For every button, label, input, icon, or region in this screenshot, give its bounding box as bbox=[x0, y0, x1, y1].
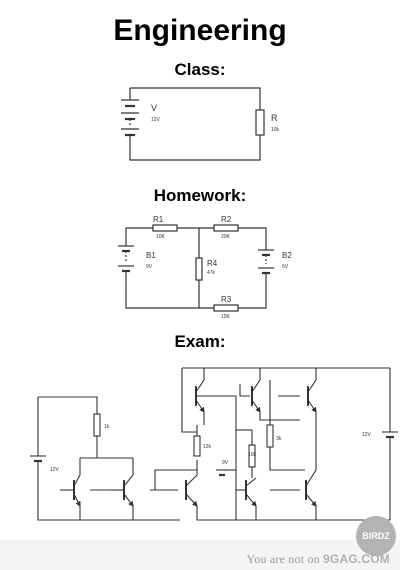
b2-label: B2 bbox=[282, 251, 292, 260]
resistor-r2 bbox=[213, 224, 239, 232]
exam-resistor-mid-value: 12k bbox=[203, 444, 212, 450]
r2-value: 20K bbox=[221, 234, 231, 240]
footer-text: You are not on 9GAG.COM bbox=[247, 552, 390, 567]
section-title-exam: Exam: bbox=[174, 332, 226, 351]
resistor-r3 bbox=[213, 304, 239, 312]
exam-source-left-value: 12V bbox=[50, 467, 60, 473]
exam-resistor-left-value: 1k bbox=[104, 424, 110, 430]
section-title-class: Class: bbox=[174, 60, 226, 79]
r3-label: R3 bbox=[221, 295, 232, 304]
b1-label: B1 bbox=[146, 251, 156, 260]
resistor-r4 bbox=[195, 257, 203, 281]
site-badge bbox=[356, 516, 396, 556]
footer-message: You are not on bbox=[246, 552, 320, 566]
class-circuit bbox=[121, 87, 265, 161]
circuit-diagrams: V 12V R 10k bbox=[30, 87, 398, 521]
exam-battery-right bbox=[382, 431, 398, 456]
source-label: V bbox=[151, 103, 157, 113]
footer-bar bbox=[0, 540, 400, 570]
b2-value: 5V bbox=[282, 264, 289, 270]
r1-value: 10K bbox=[156, 234, 166, 240]
resistor-symbol bbox=[255, 109, 265, 136]
r3-value: 15K bbox=[221, 314, 231, 320]
exam-battery-left bbox=[30, 455, 46, 478]
exam-source-right-value: 12V bbox=[362, 432, 372, 438]
exam-resistor-a-value: 10k bbox=[248, 452, 257, 458]
section-title-homework: Homework: bbox=[153, 186, 247, 205]
site-badge-label: BIRDZ bbox=[362, 531, 390, 541]
homework-circuit bbox=[118, 224, 274, 312]
b1-value: 9V bbox=[146, 264, 153, 270]
exam-battery-mid bbox=[216, 469, 228, 477]
exam-resistor-a bbox=[248, 444, 256, 468]
exam-circuit bbox=[37, 367, 391, 521]
battery-symbol bbox=[121, 99, 139, 143]
exam-source-mid-value: 9V bbox=[222, 460, 229, 466]
resistor-r1 bbox=[152, 224, 178, 232]
exam-resistor-left bbox=[93, 413, 101, 437]
r4-value: 47k bbox=[207, 270, 216, 276]
exam-resistor-b-value: 3k bbox=[276, 436, 282, 442]
exam-transistors bbox=[73, 379, 317, 507]
r2-label: R2 bbox=[221, 215, 232, 224]
footer-brand[interactable]: 9GAG.COM bbox=[323, 552, 390, 566]
resistor-label: R bbox=[271, 113, 278, 123]
exam-resistor-mid bbox=[193, 435, 201, 457]
source-value: 12V bbox=[151, 117, 161, 123]
battery-b1 bbox=[118, 245, 134, 286]
exam-resistor-b bbox=[266, 424, 274, 448]
resistor-value: 10k bbox=[271, 127, 280, 133]
page-title: Engineering bbox=[113, 14, 287, 47]
battery-b2 bbox=[258, 249, 274, 282]
r1-label: R1 bbox=[153, 215, 164, 224]
r4-label: R4 bbox=[207, 259, 218, 268]
